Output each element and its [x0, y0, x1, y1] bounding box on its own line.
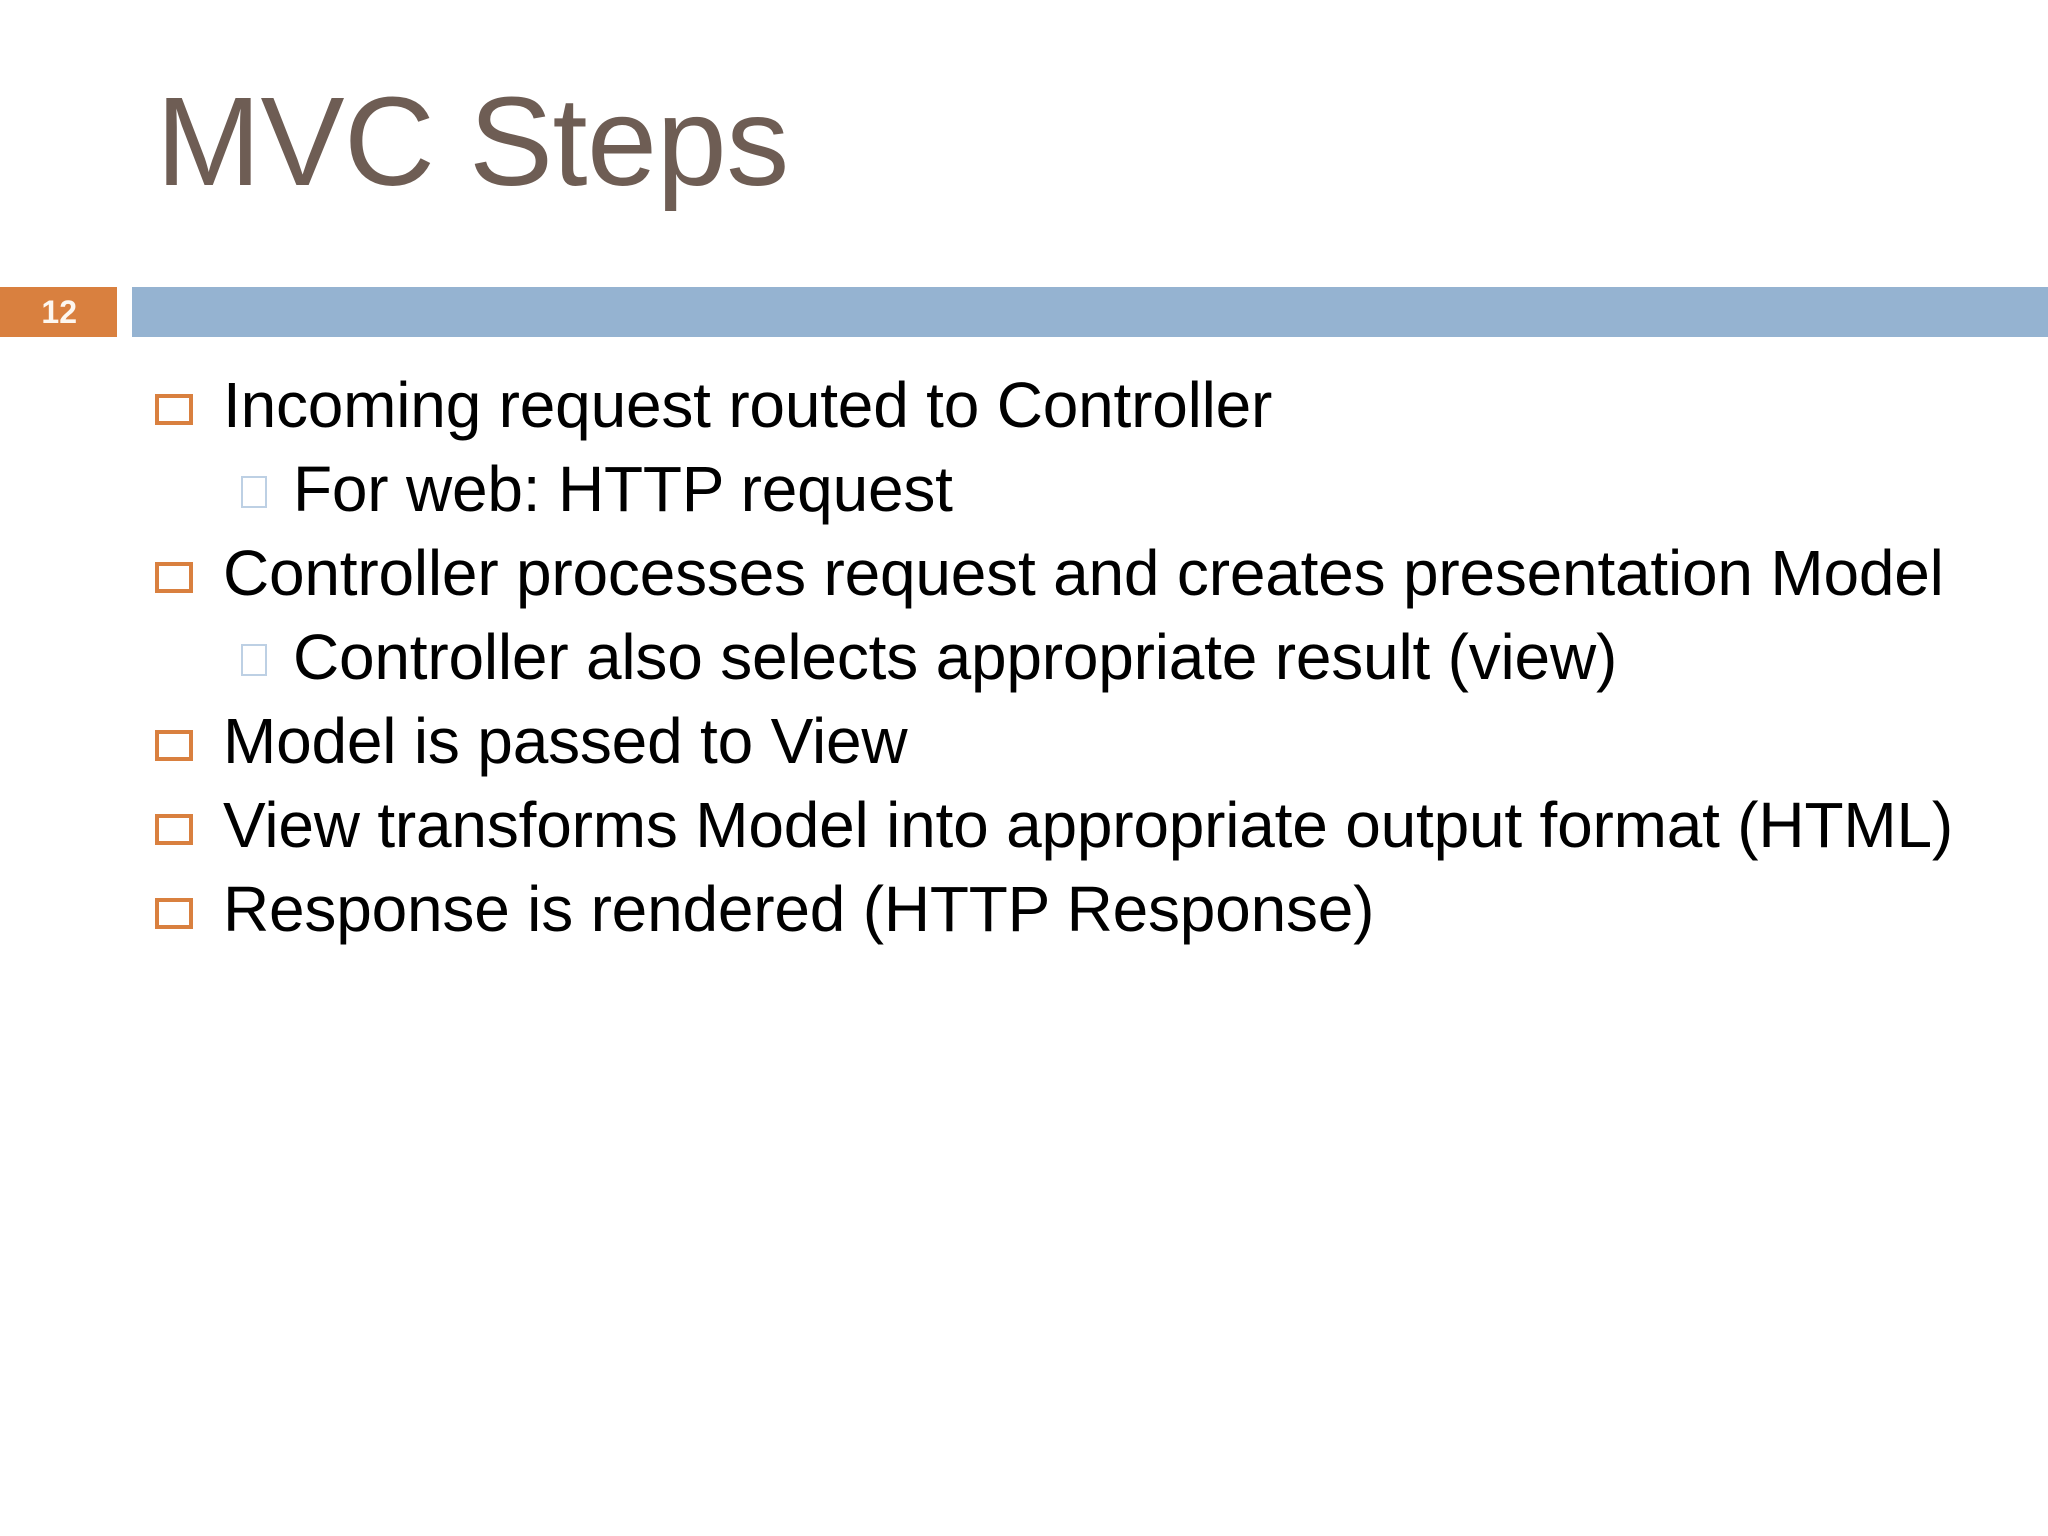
list-item-label: For web: HTTP request [293, 453, 953, 525]
list-item-label: Response is rendered (HTTP Response) [223, 873, 1375, 945]
list-item-label: Model is passed to View [223, 705, 908, 777]
square-bullet-icon [241, 476, 267, 508]
list-item-label: Incoming request routed to Controller [223, 369, 1273, 441]
list-item: For web: HTTP request [241, 450, 1985, 528]
page-title: MVC Steps [156, 71, 789, 212]
slide-number-badge: 12 [0, 287, 117, 337]
list-item: Response is rendered (HTTP Response) [155, 870, 1985, 948]
header-band: 12 [0, 287, 2048, 337]
list-item-label: View transforms Model into appropriate o… [223, 789, 1953, 861]
list-item-label: Controller also selects appropriate resu… [293, 621, 1618, 693]
list-item: Model is passed to View [155, 702, 1985, 780]
square-bullet-icon [241, 644, 267, 676]
square-bullet-icon [155, 730, 193, 761]
list-item: Controller also selects appropriate resu… [241, 618, 1985, 696]
bullet-list: Incoming request routed to Controller Fo… [155, 366, 1985, 1476]
header-divider-bar [132, 287, 2048, 337]
list-item: View transforms Model into appropriate o… [155, 786, 1985, 864]
square-bullet-icon [155, 814, 193, 845]
list-item: Controller processes request and creates… [155, 534, 1985, 612]
list-item: Incoming request routed to Controller [155, 366, 1985, 444]
square-bullet-icon [155, 898, 193, 929]
square-bullet-icon [155, 394, 193, 425]
list-item-label: Controller processes request and creates… [223, 537, 1944, 609]
square-bullet-icon [155, 562, 193, 593]
